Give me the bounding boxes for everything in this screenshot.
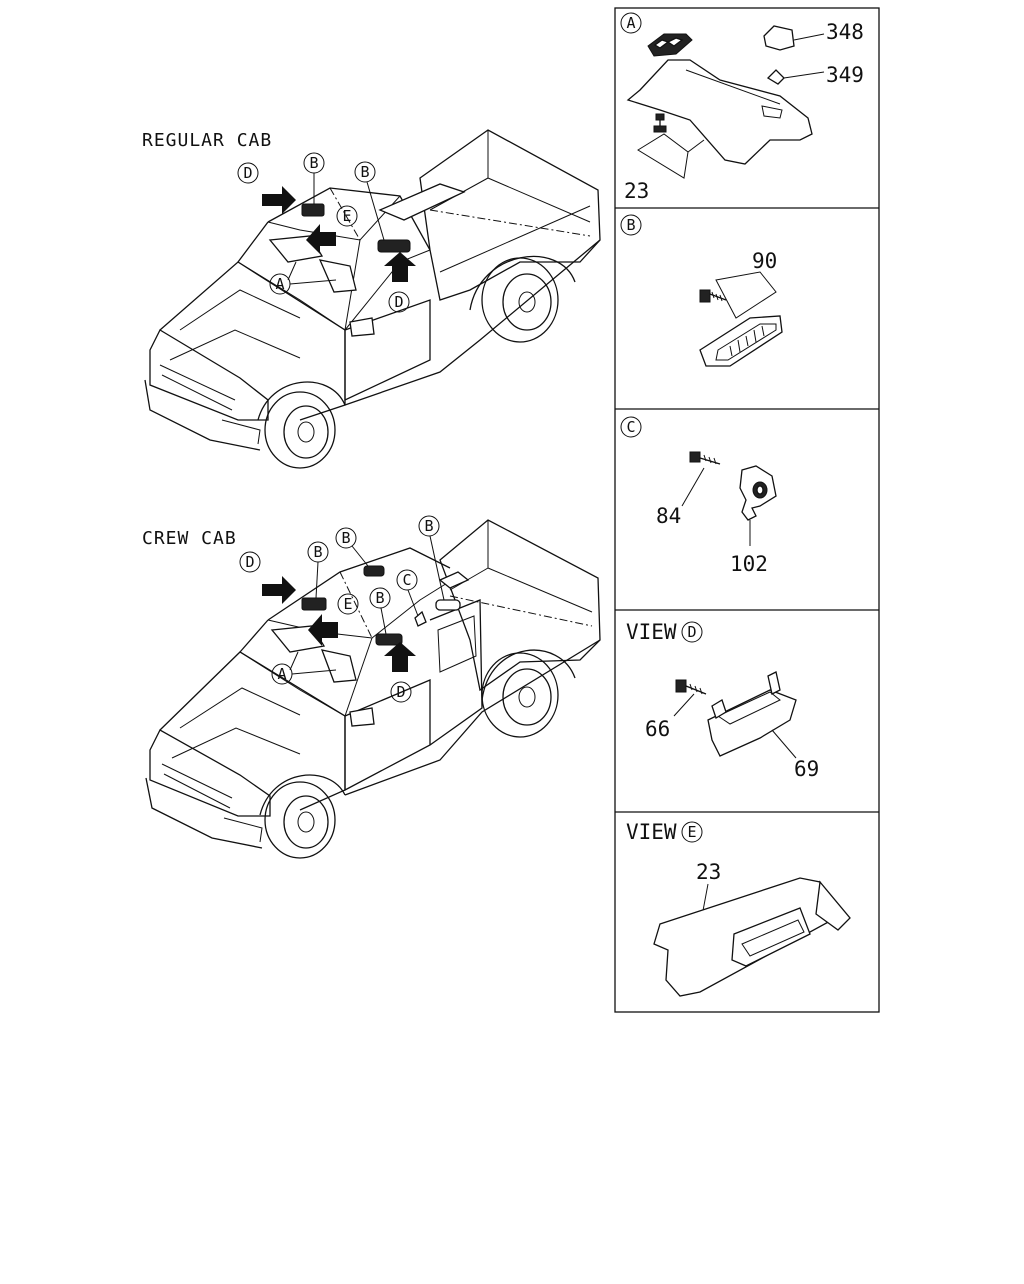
part-number-23: 23	[624, 179, 649, 203]
regular-cab-title: REGULAR CAB	[142, 130, 272, 151]
panel-a: A 23 348 349	[620, 12, 864, 203]
crew-cab-callout-a: A	[271, 651, 337, 685]
part-number-90: 90	[752, 249, 777, 273]
crew-cab-callout-c: C	[396, 569, 419, 617]
regular-cab-callout-a: A	[269, 261, 337, 295]
panel-d-letter: D	[687, 623, 696, 641]
regular-cab-callout-d-lower: D	[388, 291, 410, 313]
screw-icon	[653, 113, 667, 133]
visor-clip-part	[763, 25, 795, 51]
svg-text:D: D	[243, 164, 252, 182]
panel-a-letter-circle	[620, 12, 642, 34]
grab-handle-part	[377, 239, 411, 253]
crew-cab-callout-b3: B	[418, 515, 445, 601]
crew-cab-callout-b2: B	[335, 527, 369, 567]
crew-grab-handle-roof	[363, 565, 385, 577]
panel-d-view-label: VIEW	[626, 620, 677, 644]
crew-grab-handle-front	[375, 633, 403, 646]
panel-d: VIEW D 66 69	[626, 620, 819, 781]
detail-panel-frame	[614, 7, 880, 1013]
panel-d-letter-circle	[681, 621, 703, 643]
crew-cab-callout-d-lower: D	[390, 681, 412, 703]
svg-text:E: E	[342, 207, 351, 225]
crew-arrow-view-d-upper	[262, 576, 296, 604]
svg-text:B: B	[341, 529, 350, 547]
regular-cab-callout-b2: B	[354, 161, 385, 241]
svg-text:E: E	[343, 595, 352, 613]
panel-b-letter-circle	[620, 214, 642, 236]
crew-grab-handle-rear	[435, 599, 461, 611]
panel-a-letter: A	[626, 14, 635, 32]
arrow-view-d-lower	[384, 252, 416, 282]
panel-b: B 90	[620, 214, 783, 367]
regular-cab-truck	[144, 129, 601, 469]
sun-visor-part	[626, 59, 813, 165]
part-number-23: 23	[696, 860, 721, 884]
crew-map-lamp-part	[301, 597, 327, 611]
svg-text:D: D	[245, 553, 254, 571]
bolt-icon	[689, 451, 721, 465]
part-number-348: 348	[826, 20, 864, 44]
part-number-66: 66	[645, 717, 670, 741]
crew-cab-callout-e: E	[337, 593, 359, 615]
part-number-102: 102	[730, 552, 768, 576]
crew-cab-callout-b1: B	[307, 541, 329, 599]
crew-cab-callout-b4: B	[369, 587, 391, 635]
svg-text:D: D	[396, 683, 405, 701]
svg-text:D: D	[394, 293, 403, 311]
map-lamp-part	[301, 203, 325, 217]
bolt-icon	[699, 289, 727, 303]
crew-coat-hook-part	[414, 610, 427, 627]
regular-cab-callout-d: D	[237, 162, 259, 184]
part-number-84: 84	[656, 504, 681, 528]
panel-c-letter-circle	[620, 416, 642, 438]
panel-e: VIEW E 23	[626, 820, 851, 997]
crew-arrow-view-d-lower	[384, 642, 416, 672]
sun-visor-right	[318, 259, 357, 293]
bolt-icon	[675, 679, 707, 695]
regular-cab-callout-b1: B	[303, 152, 325, 204]
crew-cab-truck	[145, 519, 601, 859]
panel-e-letter: E	[687, 823, 696, 841]
arrow-view-d-upper	[262, 186, 296, 214]
part-number-349: 349	[826, 63, 864, 87]
grab-handle-assembly	[699, 315, 783, 367]
panel-b-letter: B	[626, 216, 635, 234]
panel-e-view-label: VIEW	[626, 820, 677, 844]
regular-cab-illustration: REGULAR CAB	[142, 129, 601, 469]
svg-text:B: B	[313, 543, 322, 561]
crew-cab-illustration: CREW CAB	[142, 515, 601, 859]
svg-text:B: B	[375, 589, 384, 607]
svg-text:B: B	[309, 154, 318, 172]
panel-e-letter-circle	[681, 821, 703, 843]
crew-sun-visor-right	[320, 649, 357, 683]
svg-text:C: C	[402, 571, 411, 589]
svg-text:B: B	[424, 517, 433, 535]
arrow-view-e	[306, 224, 336, 254]
crew-cab-title: CREW CAB	[142, 528, 237, 549]
detail-panels: A 23 348 349	[614, 7, 880, 1013]
part-number-69: 69	[794, 757, 819, 781]
svg-text:A: A	[275, 275, 284, 293]
crew-arrow-view-e	[308, 614, 338, 646]
svg-text:B: B	[360, 163, 369, 181]
panel-c: C 84 102	[620, 416, 777, 576]
visor-retainer-part	[766, 69, 785, 85]
svg-text:A: A	[277, 665, 286, 683]
panel-c-letter: C	[626, 418, 635, 436]
crew-cab-callout-d: D	[239, 551, 261, 573]
regular-cab-callout-e: E	[336, 205, 358, 227]
